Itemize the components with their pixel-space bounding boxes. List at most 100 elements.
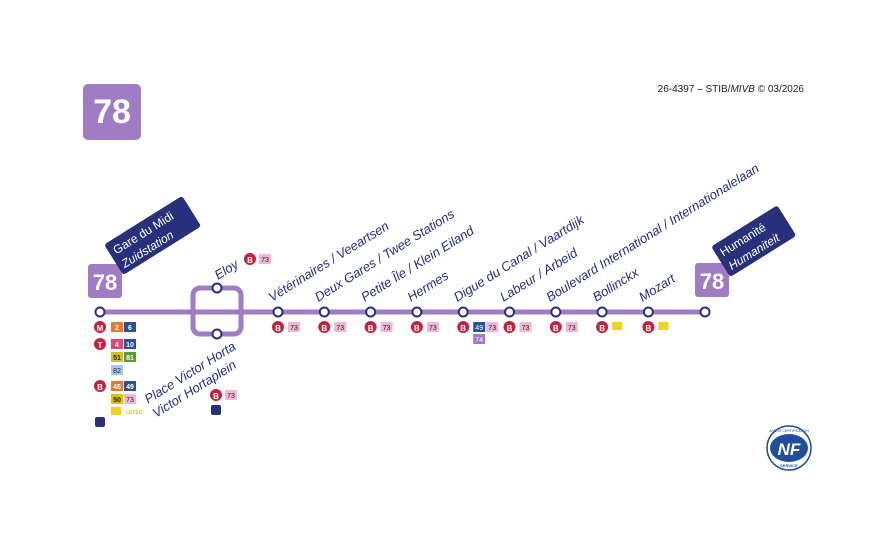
stop-marker[interactable] [457,306,469,318]
bus-chip-49-label: 49 [126,384,134,391]
stop-marker-humanite[interactable] [699,306,711,318]
terminus-end[interactable]: 78 Humanité Humaniteit [695,205,796,318]
bus-icon-label: B [507,324,513,333]
other-operator-icon [612,322,623,330]
bus-icon [642,321,655,333]
terminus-end-name-bg [712,206,796,276]
metro-chip-6 [124,322,136,332]
line-chip-label: 73 [383,325,391,332]
metro-chip-6-label: 6 [128,325,132,332]
line-chip-label: 74 [475,337,483,344]
stop-name-fr: Digue du Canal [451,244,536,305]
bus-icon-label: B [97,383,103,392]
line-chip-73 [426,322,439,332]
stop-name-fr: Mozart [636,270,679,305]
bus-icon-label: B [368,324,374,333]
line-chip-label: 73 [261,257,269,264]
stop-marker[interactable] [272,306,284,318]
stop-marker[interactable] [550,306,562,318]
line-chip-label: 73 [336,325,344,332]
other-operator-icon [111,407,121,415]
stop-marker[interactable] [211,328,223,340]
bus-icon [272,321,284,333]
stop-marker[interactable] [318,306,330,318]
bus-icon-label: B [599,324,605,333]
bus-chip-49 [124,381,136,391]
stop-marker[interactable] [642,306,654,318]
nf-logo-sub-text: SERVICE [780,463,798,468]
line-chip-label: 73 [290,325,298,332]
nf-certification-logo: NF AFNOR CERTIFICATION SERVICE [766,425,812,471]
nf-logo-top-text: AFNOR CERTIFICATION [769,429,809,433]
line-chip-73 [288,322,300,332]
copyright-notice: 26-4397 – STIB/MIVB © 03/2026 [657,84,804,95]
line-chip-label: 73 [227,393,235,400]
line-chip [259,254,271,264]
tram-icon [94,338,106,350]
bus-icon-label: B [275,324,281,333]
tram-chip-82 [111,365,123,375]
bus-icon [94,380,106,392]
bus-icon-label: B [321,324,327,333]
terminus-start[interactable]: 78 Gare du Midi Zuidstation [88,196,201,318]
tram-chip-4 [111,339,123,349]
stop-marker-gare-du-midi[interactable] [94,306,106,318]
bus-icon-label: B [646,324,652,333]
tram-chip-51-label: 51 [113,355,121,362]
tram-chip-10 [124,339,136,349]
line-chip-74 [473,334,486,344]
bus-icon [410,321,423,333]
stop-name: Eloy [212,256,243,283]
metro-icon-label: M [97,324,104,333]
line-chip-73 [519,322,532,332]
line-chip-label: 73 [488,325,496,332]
line-chip-49 [473,322,486,332]
tram-chip-81 [124,352,136,362]
terminus-start-badge: 78 [93,270,117,295]
line-number-badge: 78 [83,84,141,140]
nf-logo-core [770,434,808,462]
stop-eloy[interactable]: Eloy B 73 [211,253,271,294]
metro-icon [94,321,106,333]
line-chip-73 [380,322,393,332]
tram-chip-10-label: 10 [126,342,134,349]
bus-icon-label: B [213,392,219,401]
line-chip [225,390,237,400]
tram-chip-82-label: 82 [113,368,121,375]
stop-marker[interactable] [211,282,223,294]
stop-marker[interactable] [504,306,515,318]
line-chip-73 [565,322,578,332]
terminus-start-badge-bg [88,264,122,298]
line-chip-label: 73 [568,325,576,332]
terminus-end-badge-bg [695,263,729,297]
stop-name-nl: Internationalelaan [666,160,762,227]
other-operator-icon [658,322,669,330]
bus-icon [457,321,470,333]
bus-chip-50-label: 50 [113,397,121,404]
metro-chip-2-label: 2 [115,325,119,332]
line-chip-label: 73 [429,325,437,332]
line-chip-label: 73 [522,325,530,332]
bus-icon [364,321,377,333]
terminus-end-badge: 78 [700,269,724,294]
bus-icon [244,253,256,265]
bus-icon [596,321,609,333]
stop-name-nl: Vaartdijk [536,211,588,251]
terminus-start-name-bg [105,196,201,274]
tram-chip-51 [111,352,123,362]
gare-du-midi-connections: M 2 6 T 4 10 51 81 82 B 48 49 50 73 LETE… [94,321,143,427]
stop-marker[interactable] [596,306,608,318]
stop-place-victor-horta[interactable]: Place Victor Horta Victor Hortaplein B 7… [142,328,239,421]
bus-icon [549,321,562,333]
tram-icon-label: T [98,341,103,350]
bus-icon-label: B [414,324,420,333]
bus-chip-73 [124,394,136,404]
stop-marker[interactable] [411,306,423,318]
line-chip-73 [486,322,499,332]
bus-chip-50 [111,394,123,404]
stop-marker[interactable] [365,306,377,318]
line-chip-73 [334,322,347,332]
